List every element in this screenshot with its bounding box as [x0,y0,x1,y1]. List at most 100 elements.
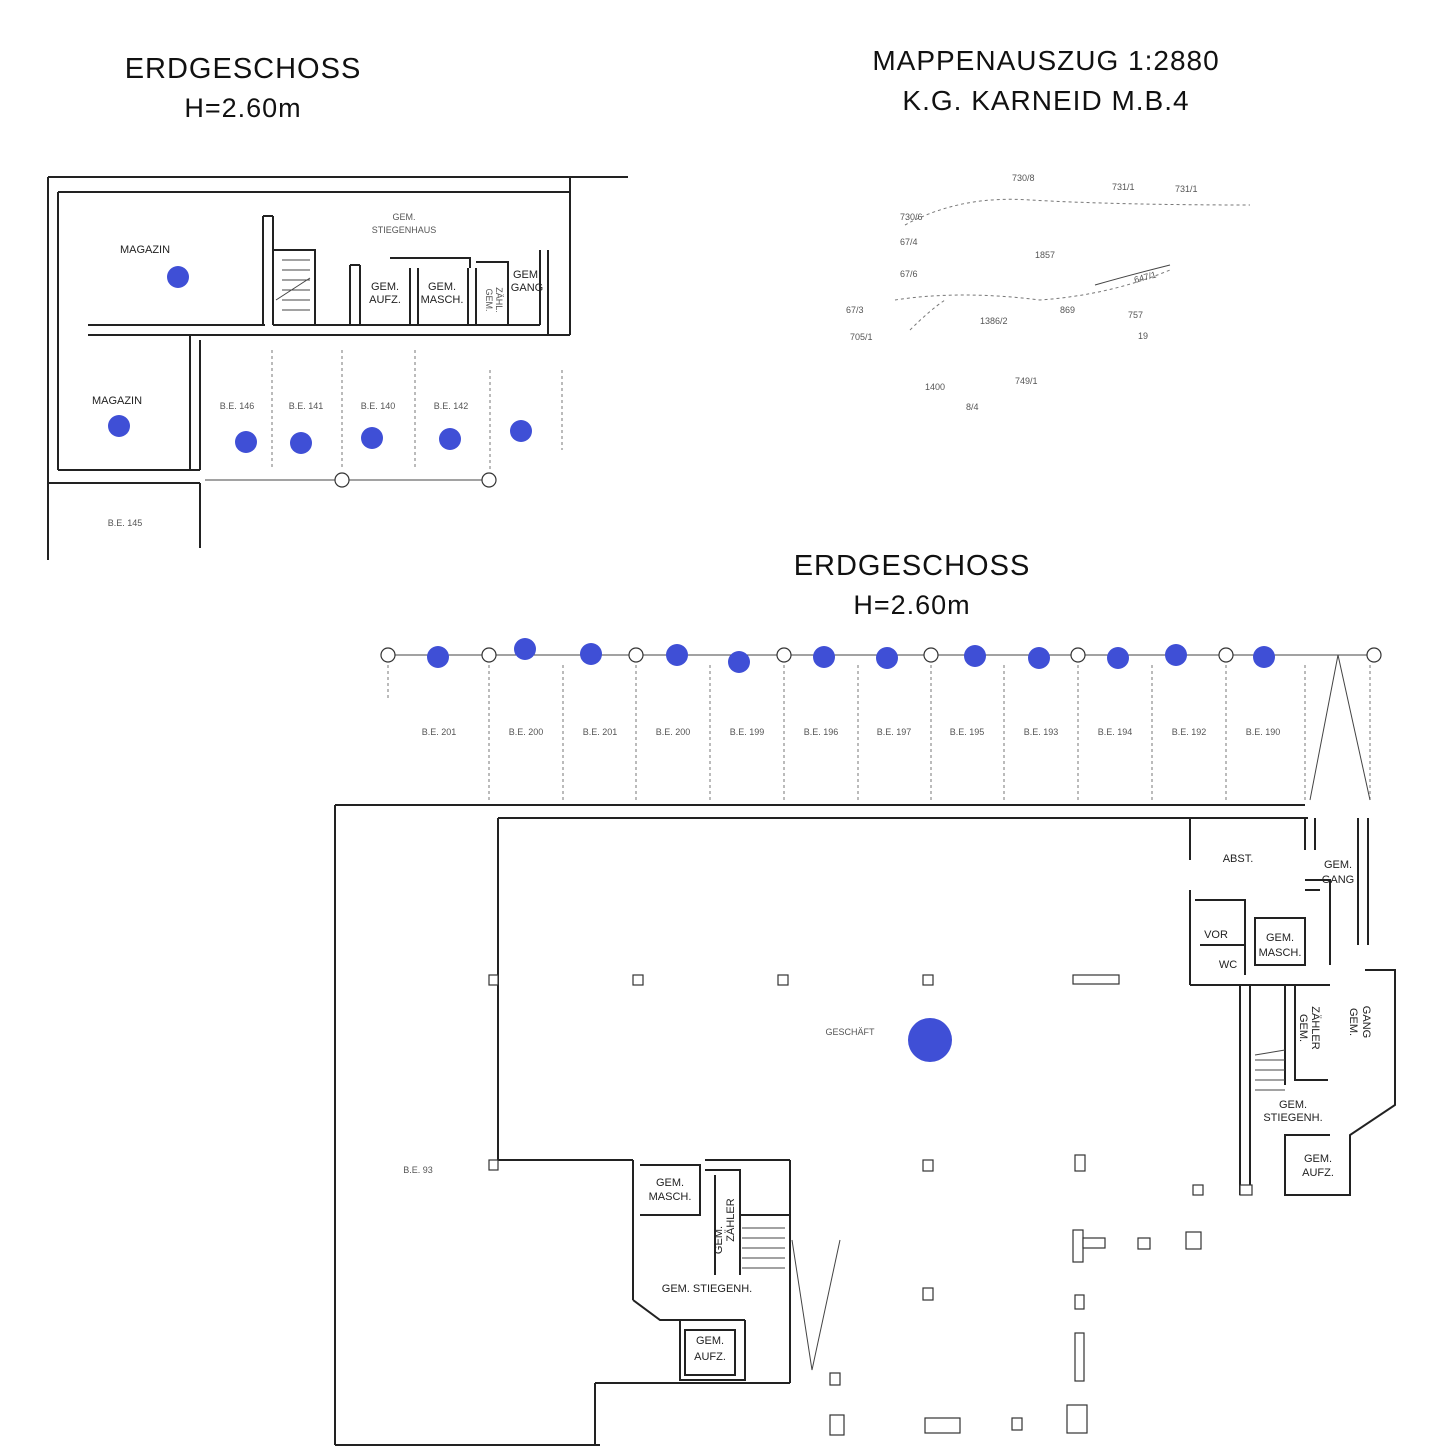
location-marker[interactable] [1253,646,1275,668]
location-marker[interactable] [108,415,130,437]
pillar [1137,1237,1151,1250]
column-marker [334,472,350,488]
parcel-label: B.E. 192 [1172,727,1207,737]
room-label-masch-line2: MASCH. [421,294,464,306]
location-marker[interactable] [235,431,257,453]
parcel-label: B.E. 197 [877,727,912,737]
room-label-magazin-lower: MAGAZIN [92,395,142,407]
parcel-number: 67/4 [900,237,918,247]
room-label-geschaft: GESCHÄFT [825,1027,875,1037]
parcel-number: 19 [1138,331,1148,341]
pillar [1072,974,1120,985]
column-marker [776,647,792,663]
room-label-masch-line1: GEM. [428,281,456,293]
map-excerpt-sketch: 730/8 731/1 731/1 730/6 67/4 1857 67/6 6… [846,173,1251,412]
location-marker[interactable] [514,638,536,660]
location-marker[interactable] [1107,647,1129,669]
location-marker[interactable] [427,646,449,668]
location-marker-large[interactable] [908,1018,952,1062]
pillar [1074,1294,1085,1310]
parcel-number: 67/6 [900,269,918,279]
room-label-vor: VOR [1204,929,1228,941]
pillar [1239,1184,1253,1196]
location-marker[interactable] [1028,647,1050,669]
pillar [1066,1404,1088,1434]
location-marker[interactable] [580,643,602,665]
pillar [922,1159,934,1172]
pillar [1082,1237,1106,1249]
location-marker[interactable] [813,646,835,668]
column-marker [1366,647,1382,663]
pillar [1074,1332,1085,1382]
pillar [829,1414,845,1436]
room-label-aufz-left-line1: GEM. [696,1335,724,1347]
parcel-label: B.E. 140 [361,401,396,411]
parcel-label: B.E. 145 [108,518,143,528]
room-label-aufz-line2: AUFZ. [369,294,401,306]
pillar [777,974,789,986]
map-excerpt-subtitle: K.G. KARNEID M.B.4 [902,85,1189,116]
pillar [488,1159,499,1171]
parcel-label: B.E. 201 [583,727,618,737]
location-marker[interactable] [167,266,189,288]
parcel-number: 647/1 [1133,269,1157,284]
location-marker[interactable] [1165,644,1187,666]
parcel-number: 731/1 [1175,184,1198,194]
location-marker[interactable] [728,651,750,673]
room-label-stiegenhaus-line1: GEM. [392,212,415,222]
room-label-zahler-line1: GEM. [484,288,494,311]
parcel-label: B.E. 200 [509,727,544,737]
parcel-number: 749/1 [1015,376,1038,386]
parcel-label: B.E. 190 [1246,727,1281,737]
top-left-plan: MAGAZIN MAGAZIN GEM. STIEGENHAUS GEM. AU… [47,176,628,560]
room-label-masch-right-line1: GEM. [1266,932,1294,944]
room-label-stiegenhaus-line2: STIEGENHAUS [372,225,437,235]
bottom-floor-title: ERDGESCHOSS [794,550,1031,582]
pillar [829,1372,841,1386]
column-marker [1070,647,1086,663]
location-marker[interactable] [290,432,312,454]
parcel-number: 869 [1060,305,1075,315]
parcel-number: 8/4 [966,402,979,412]
location-marker[interactable] [876,647,898,669]
pillar [632,974,644,986]
parcel-label: B.E. 146 [220,401,255,411]
pillar [1072,1229,1084,1263]
room-label-stiegenh-left: GEM. STIEGENH. [662,1283,752,1295]
room-label-wc: WC [1219,959,1237,971]
room-label-masch-left-line2: MASCH. [649,1191,692,1203]
column-marker [481,647,497,663]
room-label-zahler-line2: ZÄHL. [494,287,504,313]
location-marker[interactable] [510,420,532,442]
room-label-zahler-left-line1: GEM. [713,1226,725,1254]
parcel-label: B.E. 195 [950,727,985,737]
room-label-gang-top-line1: GEM. [1324,859,1352,871]
parcel-number: 1386/2 [980,316,1008,326]
parcel-number: 730/8 [1012,173,1035,183]
room-label-aufz-right-line1: GEM. [1304,1153,1332,1165]
location-marker[interactable] [964,645,986,667]
bottom-height-label: H=2.60m [853,590,970,620]
column-marker [628,647,644,663]
column-marker [1218,647,1234,663]
room-label-abst: ABST. [1223,853,1254,865]
room-label-zahler-right-line2: ZÄHLER [1309,1006,1321,1049]
pillar [922,1287,934,1301]
parcel-label: B.E. 194 [1098,727,1133,737]
parcel-number: 1857 [1035,250,1055,260]
parcel-label: B.E. 142 [434,401,469,411]
pillar [922,974,934,986]
location-marker[interactable] [666,644,688,666]
room-label-gang-right-line1: GEM. [1347,1008,1359,1036]
room-label-masch-right-line2: MASCH. [1259,947,1302,959]
location-marker[interactable] [361,427,383,449]
parcel-number: 67/3 [846,305,864,315]
map-excerpt-title: MAPPENAUSZUG 1:2880 [872,45,1219,76]
parcel-number: 705/1 [850,332,873,342]
parcel-number: 730/6 [900,212,923,222]
location-marker[interactable] [439,428,461,450]
bottom-plan: B.E. 201 B.E. 200 B.E. 201 B.E. 200 B.E.… [334,638,1396,1446]
parcel-label: B.E. 200 [656,727,691,737]
room-label-magazin-upper: MAGAZIN [120,244,170,256]
